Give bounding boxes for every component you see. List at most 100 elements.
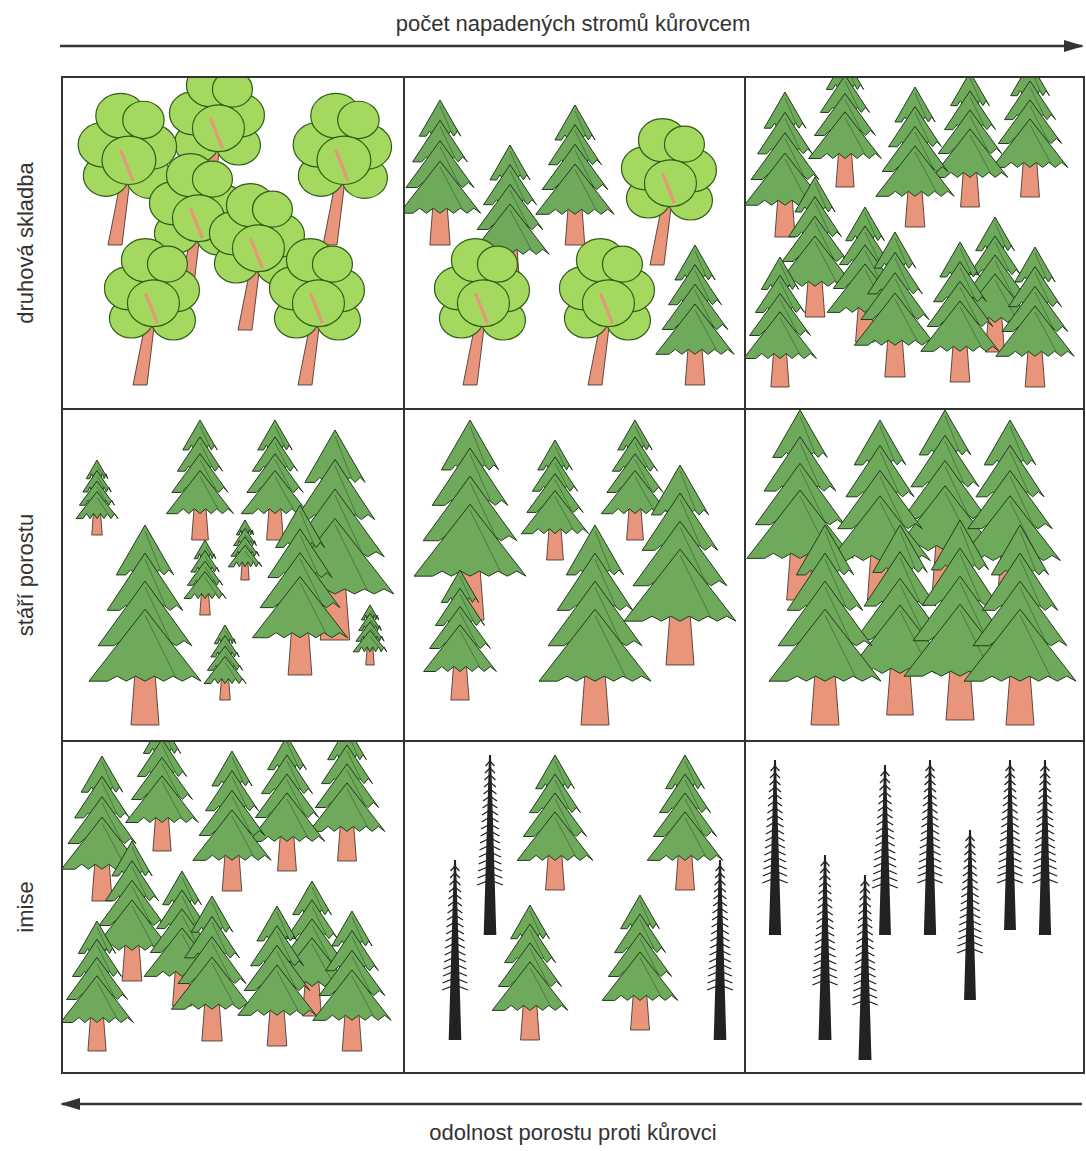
tree — [854, 232, 935, 377]
tree — [204, 625, 246, 700]
dead-branch — [449, 887, 461, 892]
dead-branch — [876, 827, 893, 832]
axis-arrow — [60, 45, 1082, 48]
dead-branch — [486, 761, 495, 766]
dead-branch — [876, 834, 894, 839]
spruce-crown — [249, 793, 325, 842]
dead-branch — [479, 859, 502, 864]
crown-shade — [145, 615, 176, 677]
tree — [269, 239, 364, 385]
dead-branch — [820, 875, 831, 880]
dead-branch — [716, 866, 725, 871]
tree-trunk — [475, 293, 487, 323]
dead-branch — [874, 855, 896, 860]
deciduous-crown — [644, 160, 696, 207]
dead-branch — [999, 850, 1021, 855]
tree — [166, 420, 233, 540]
dead-branch — [821, 861, 830, 866]
dead-branch — [484, 782, 496, 787]
spruce-crown — [647, 812, 723, 861]
dead-branch — [963, 871, 977, 876]
tree-trunk — [600, 293, 612, 323]
forest-cell — [746, 78, 1074, 387]
dead-branch — [1037, 815, 1053, 820]
dead-branch — [447, 922, 464, 927]
crown-shade — [232, 816, 254, 856]
deciduous-crown — [292, 280, 344, 327]
dead-branch — [1034, 850, 1055, 855]
dead-branch — [445, 943, 465, 948]
deciduous-crown — [664, 126, 704, 162]
dead-branch — [444, 964, 467, 969]
dead-branch — [1033, 871, 1057, 876]
dead-branch — [998, 864, 1022, 869]
dead-branch — [767, 808, 782, 813]
spruce-crown — [996, 306, 1074, 356]
dead-branch — [921, 829, 939, 834]
deciduous-crown — [602, 246, 642, 282]
deciduous-crown — [252, 191, 292, 227]
dead-branch — [448, 901, 462, 906]
dead-branch — [770, 773, 780, 778]
forest-cell — [76, 420, 394, 725]
dead-branch — [771, 766, 780, 771]
deciduous-crown — [123, 101, 164, 138]
crown-shade — [225, 663, 237, 680]
dead-trunk — [924, 760, 936, 935]
dead-branch — [818, 896, 832, 901]
dead-branch — [960, 906, 979, 911]
crown-shade — [347, 789, 368, 828]
dead-branch — [762, 878, 787, 883]
dead-branch — [812, 980, 837, 985]
tree — [602, 895, 678, 1030]
tree-trunk — [336, 150, 348, 181]
crown-shade — [555, 497, 573, 530]
dead-branch — [483, 796, 497, 801]
spruce-crown — [624, 549, 736, 621]
crown-shade — [287, 799, 308, 838]
dead-branch — [1002, 808, 1017, 813]
tree — [89, 525, 201, 725]
dead-branch — [447, 915, 463, 920]
dead-branch — [873, 876, 898, 881]
tree — [746, 257, 816, 387]
dead-branch — [925, 773, 935, 778]
tree — [492, 905, 568, 1040]
dead-branch — [482, 810, 498, 815]
deciduous-crown — [317, 136, 371, 184]
grid-border — [62, 77, 1084, 1073]
tree — [656, 245, 734, 385]
tree — [517, 755, 593, 890]
axis-title: odolnost porostu proti kůrovci — [425, 1120, 720, 1146]
dead-branch — [872, 883, 898, 888]
tree — [313, 911, 391, 1051]
dead-branch — [859, 902, 871, 907]
tree — [434, 239, 529, 385]
tree — [992, 78, 1068, 197]
dead-branch — [998, 871, 1023, 876]
spruce-crown — [992, 119, 1068, 168]
crown-shade — [440, 167, 462, 209]
crown-shade — [1030, 125, 1051, 164]
spruce-crown — [536, 164, 614, 214]
crown-shade — [815, 242, 837, 282]
grid-line — [744, 77, 746, 1073]
crown-shade — [510, 210, 532, 250]
spruce-crown — [424, 625, 497, 672]
dead-branch — [873, 869, 897, 874]
dead-branch — [480, 838, 500, 843]
crown-shade — [470, 510, 501, 572]
deciduous-crown — [232, 225, 284, 272]
dead-branch — [1038, 801, 1052, 806]
dead-branch — [477, 880, 503, 885]
crown-shade — [915, 152, 937, 192]
spruce-crown — [921, 301, 999, 351]
tree-trunk — [190, 208, 202, 238]
forest-cell — [414, 420, 736, 725]
tree — [812, 855, 837, 1040]
tree — [293, 93, 391, 245]
dead-branch — [860, 895, 871, 900]
spruce-crown — [405, 161, 481, 213]
tree — [996, 247, 1074, 387]
crown-shade — [640, 958, 661, 997]
